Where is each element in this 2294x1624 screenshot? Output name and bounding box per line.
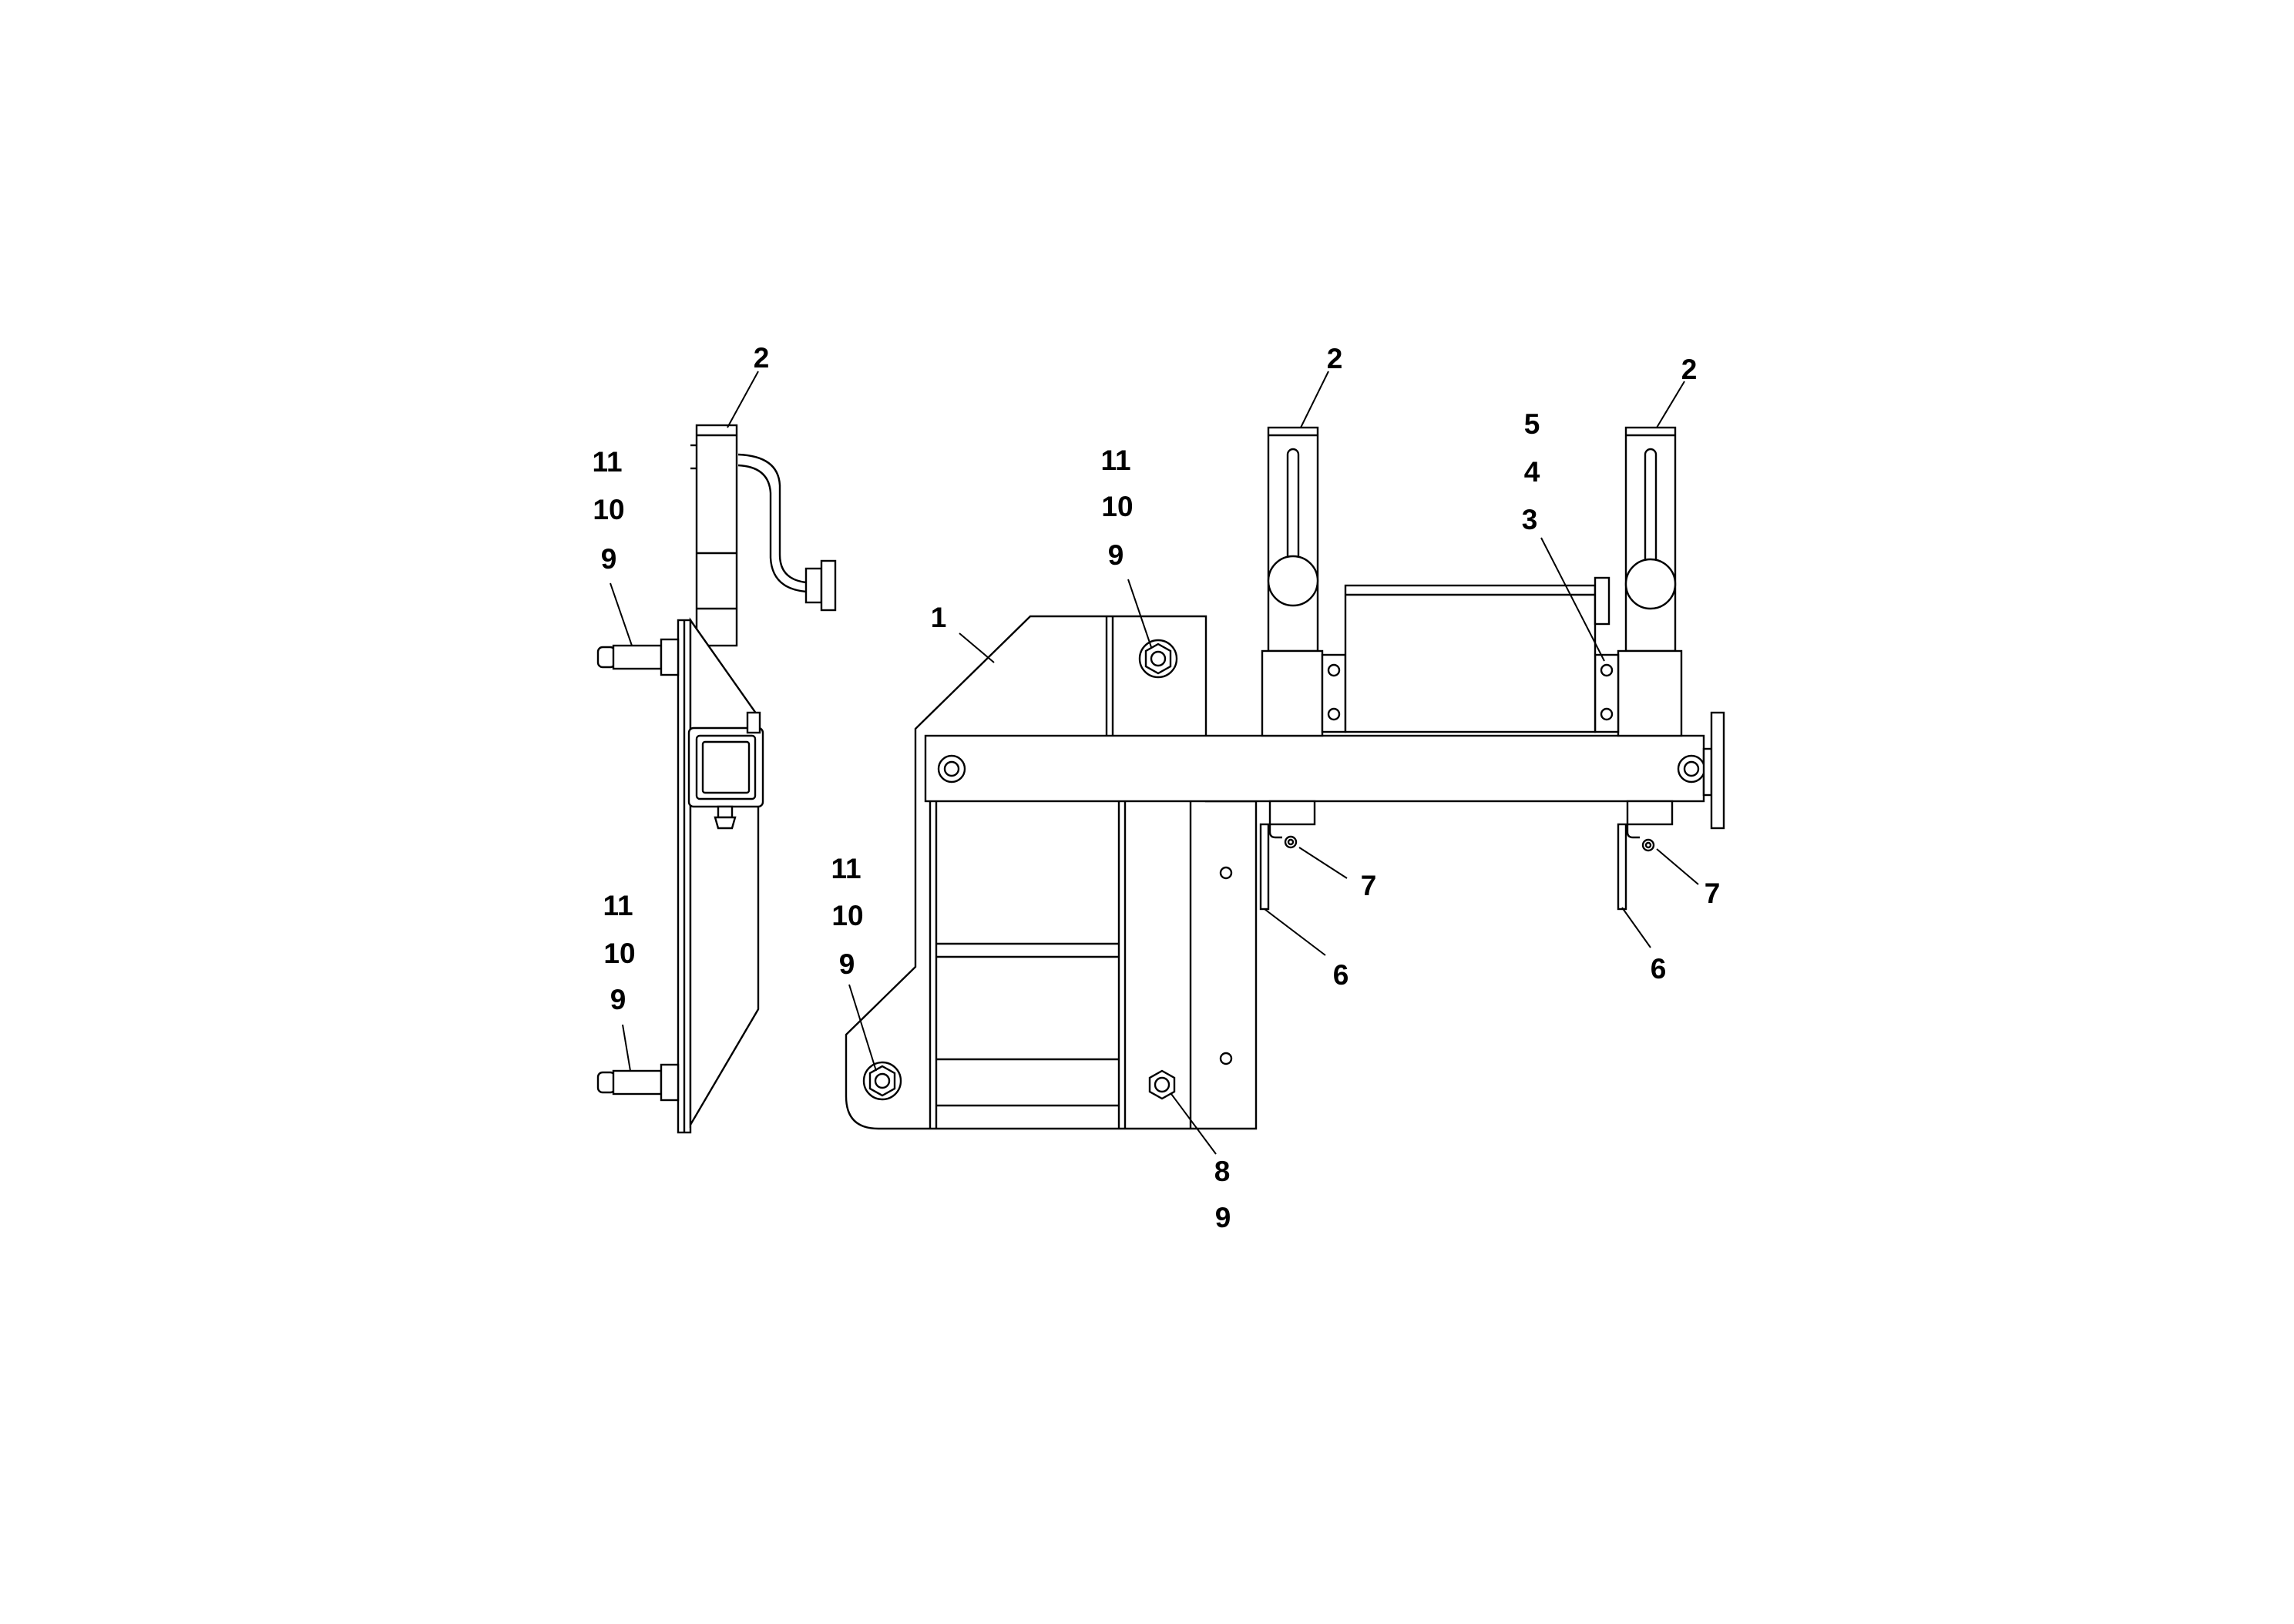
callout-front-1: 1: [931, 602, 947, 633]
callout-labels: 2 11 10 9 11 10 9 1 2 2 11 10 9 5 4 3 7 …: [592, 342, 1720, 1233]
callout-front-bottom-9: 9: [1215, 1202, 1231, 1233]
hole: [1219, 866, 1233, 880]
callout-front-4: 4: [1524, 456, 1540, 488]
callout-front-5: 5: [1524, 408, 1540, 440]
callout-front-lower-11: 11: [831, 853, 861, 884]
horizontal-beam: [924, 734, 1705, 803]
side-bottom-pin-tip: [596, 1071, 616, 1094]
callout-side-2: 2: [754, 342, 770, 374]
side-bottom-pin: [612, 1069, 663, 1096]
side-post: [695, 424, 738, 647]
callout-front-8: 8: [1214, 1156, 1231, 1187]
side-top-pin-tip: [596, 646, 616, 669]
left-upright: [1259, 426, 1347, 911]
callout-front-upper-10: 10: [1101, 491, 1133, 522]
callout-side-top-9: 9: [601, 543, 617, 575]
side-top-pin: [612, 644, 663, 670]
callout-front-lower-10: 10: [831, 900, 863, 931]
end-cap-plate: [1710, 711, 1725, 830]
callout-front-3: 3: [1522, 504, 1538, 535]
callout-side-bot-9: 9: [610, 984, 626, 1015]
lower-middle-bolt: [1148, 1069, 1176, 1100]
side-handle-rod: [737, 453, 807, 584]
leader-lines: [610, 371, 1699, 1155]
callout-front-lower-9: 9: [839, 948, 855, 980]
callout-side-top-10: 10: [593, 494, 624, 525]
side-view: [596, 424, 837, 1134]
callout-front-upper-9: 9: [1108, 539, 1124, 571]
clamp-knob: [1267, 555, 1319, 607]
hole: [1219, 1052, 1233, 1065]
side-tapered-body: [689, 617, 760, 1129]
callout-side-bot-10: 10: [603, 938, 635, 969]
side-handle-knob: [804, 567, 823, 604]
callout-front-7-right: 7: [1705, 877, 1721, 909]
callout-side-top-11: 11: [592, 446, 622, 478]
beam-bolt-left: [937, 754, 966, 783]
callout-side-bot-11: 11: [603, 890, 633, 921]
housing-box: [1344, 584, 1597, 733]
clamp-knob: [1624, 558, 1677, 610]
right-upright: [1594, 426, 1683, 911]
callout-front-2-right: 2: [1681, 354, 1698, 385]
callout-front-6-left: 6: [1333, 959, 1349, 991]
callout-front-7-left: 7: [1361, 870, 1377, 901]
beam-bolt-right: [1677, 754, 1706, 783]
callout-front-upper-11: 11: [1100, 445, 1130, 476]
callout-front-6-right: 6: [1651, 953, 1667, 985]
front-view: [845, 426, 1725, 1130]
callout-front-2-left: 2: [1327, 343, 1343, 374]
base-plate: [845, 615, 1258, 1130]
side-tube-section: [687, 726, 764, 808]
